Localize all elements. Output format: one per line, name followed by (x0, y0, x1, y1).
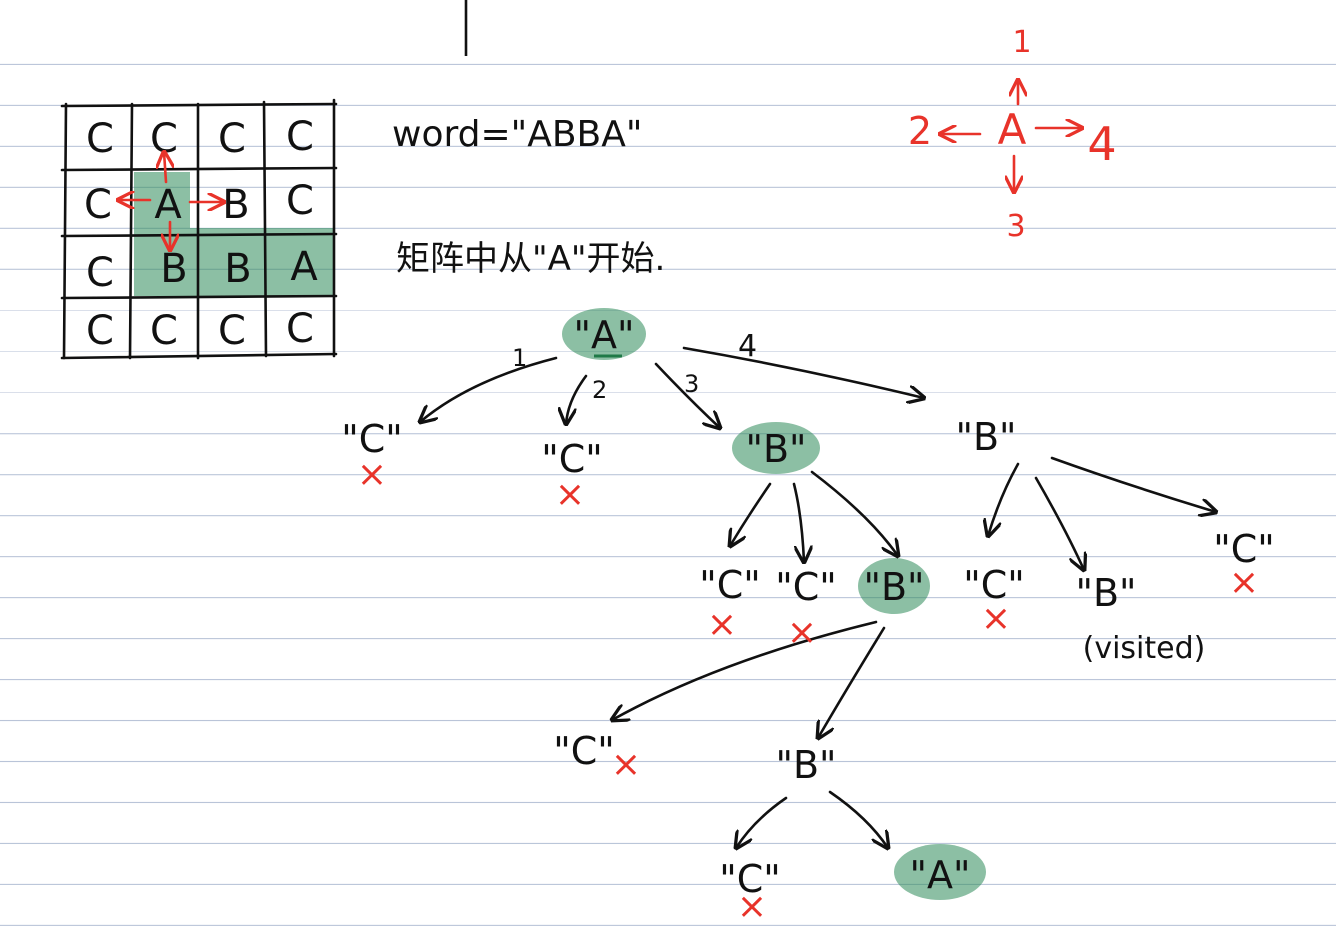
direction-up-label: 1 (1012, 25, 1031, 60)
fail-mark: × (555, 474, 585, 515)
direction-legend: A 1 2 3 4 (908, 25, 1117, 244)
node-bb-highlight (858, 558, 930, 614)
tree-node-c: "C" (553, 729, 615, 773)
fail-mark: × (1229, 562, 1259, 603)
fail-mark: × (981, 598, 1011, 639)
tree-node-c: "C" (775, 565, 837, 609)
node-final-a-highlight (894, 844, 986, 900)
direction-left-label: 2 (908, 109, 932, 153)
tree-node-c: "C" (699, 563, 761, 607)
fail-mark: × (357, 454, 387, 495)
grid-cell: C (286, 306, 314, 352)
fail-mark: × (707, 604, 737, 645)
letter-grid: C C C C C A B C C B B A C C C C (60, 98, 338, 360)
grid-cell: C (286, 178, 314, 224)
fail-mark: × (737, 886, 767, 927)
edge-label-4: 4 (738, 329, 757, 364)
root-highlight (562, 308, 646, 360)
tree-node-c: "C" (341, 417, 403, 461)
tree-node-c: "C" (1213, 527, 1275, 571)
edge-label-3: 3 (684, 370, 699, 398)
grid-cell: B (222, 182, 249, 228)
word-label: word="ABBA" (392, 114, 642, 155)
grid-cell: C (150, 308, 178, 354)
tree-node-b: "B" (775, 743, 836, 787)
tree-node-b: "B" (745, 427, 806, 471)
grid-cell: C (86, 116, 114, 162)
grid-cell: C (218, 116, 246, 162)
tree-node-b: "B" (863, 565, 924, 609)
grid-cell: A (290, 244, 318, 290)
fail-mark: × (611, 744, 641, 785)
start-note: 矩阵中从"A"开始. (396, 239, 665, 279)
grid-cell: C (84, 182, 112, 228)
grid-cell: A (154, 182, 182, 228)
grid-cell: C (286, 114, 314, 160)
tree-root: "A" (574, 313, 635, 357)
grid-cell: C (86, 308, 114, 354)
tree-node-b: "B" (1075, 571, 1136, 615)
grid-cell: B (160, 246, 187, 292)
edge-label-2: 2 (592, 376, 607, 404)
tree-node-c: "C" (963, 563, 1025, 607)
direction-center: A (998, 105, 1027, 154)
direction-right-label: 4 (1087, 117, 1116, 171)
grid-cell: C (218, 308, 246, 354)
grid-neighbor-arrows (118, 152, 224, 250)
edge-label-1: 1 (512, 344, 527, 372)
node-b3-highlight (732, 422, 820, 474)
tree-node-b: "B" (955, 415, 1016, 459)
visited-note: (visited) (1083, 631, 1206, 666)
grid-cell: C (86, 250, 114, 296)
tree-node-c: "C" (719, 857, 781, 901)
tree-node-a: "A" (910, 853, 971, 897)
direction-down-label: 3 (1006, 209, 1025, 244)
grid-cell: B (224, 246, 251, 292)
search-tree: 1 2 3 4 "A" "C" "C" "B" "B" "C" "C" "B" … (341, 308, 1275, 927)
fail-mark: × (787, 612, 817, 653)
tree-node-c: "C" (541, 437, 603, 481)
